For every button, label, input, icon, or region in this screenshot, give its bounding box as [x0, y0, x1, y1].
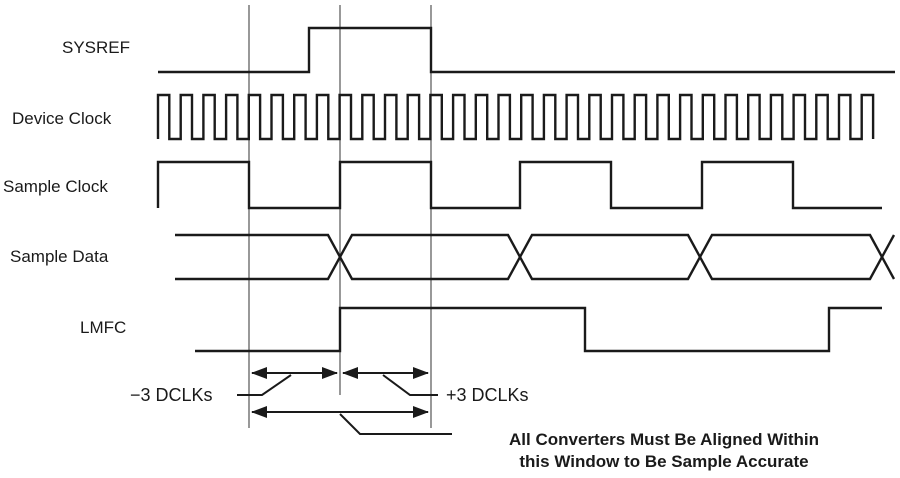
plus-3-dclks-label: +3 DCLKs	[446, 385, 529, 405]
device-clock-label: Device Clock	[12, 109, 112, 128]
lmfc-label: LMFC	[80, 318, 127, 337]
arrowhead	[322, 367, 338, 379]
sample-data-waveform	[175, 233, 896, 281]
arrowhead	[413, 367, 429, 379]
sysref-waveform	[158, 26, 895, 74]
alignment-note-line-2: this Window to Be Sample Accurate	[519, 452, 809, 471]
alignment-note-line-1: All Converters Must Be Aligned Within	[509, 430, 819, 449]
arrowhead	[413, 406, 429, 418]
lmfc-waveform	[195, 306, 882, 353]
arrowhead	[251, 406, 267, 418]
arrowhead	[251, 367, 267, 379]
alignment-window-note: All Converters Must Be Aligned Within th…	[458, 429, 870, 473]
sample-clock-waveform	[156, 160, 882, 210]
minus-3-dclks-label: −3 DCLKs	[130, 385, 213, 405]
sysref-label: SYSREF	[62, 38, 131, 57]
sample-data-label: Sample Data	[10, 247, 109, 266]
sample-clock-label: Sample Clock	[3, 177, 108, 196]
alignment-window-dimension	[252, 411, 452, 435]
arrowhead	[342, 367, 358, 379]
device-clock-waveform	[156, 93, 875, 141]
